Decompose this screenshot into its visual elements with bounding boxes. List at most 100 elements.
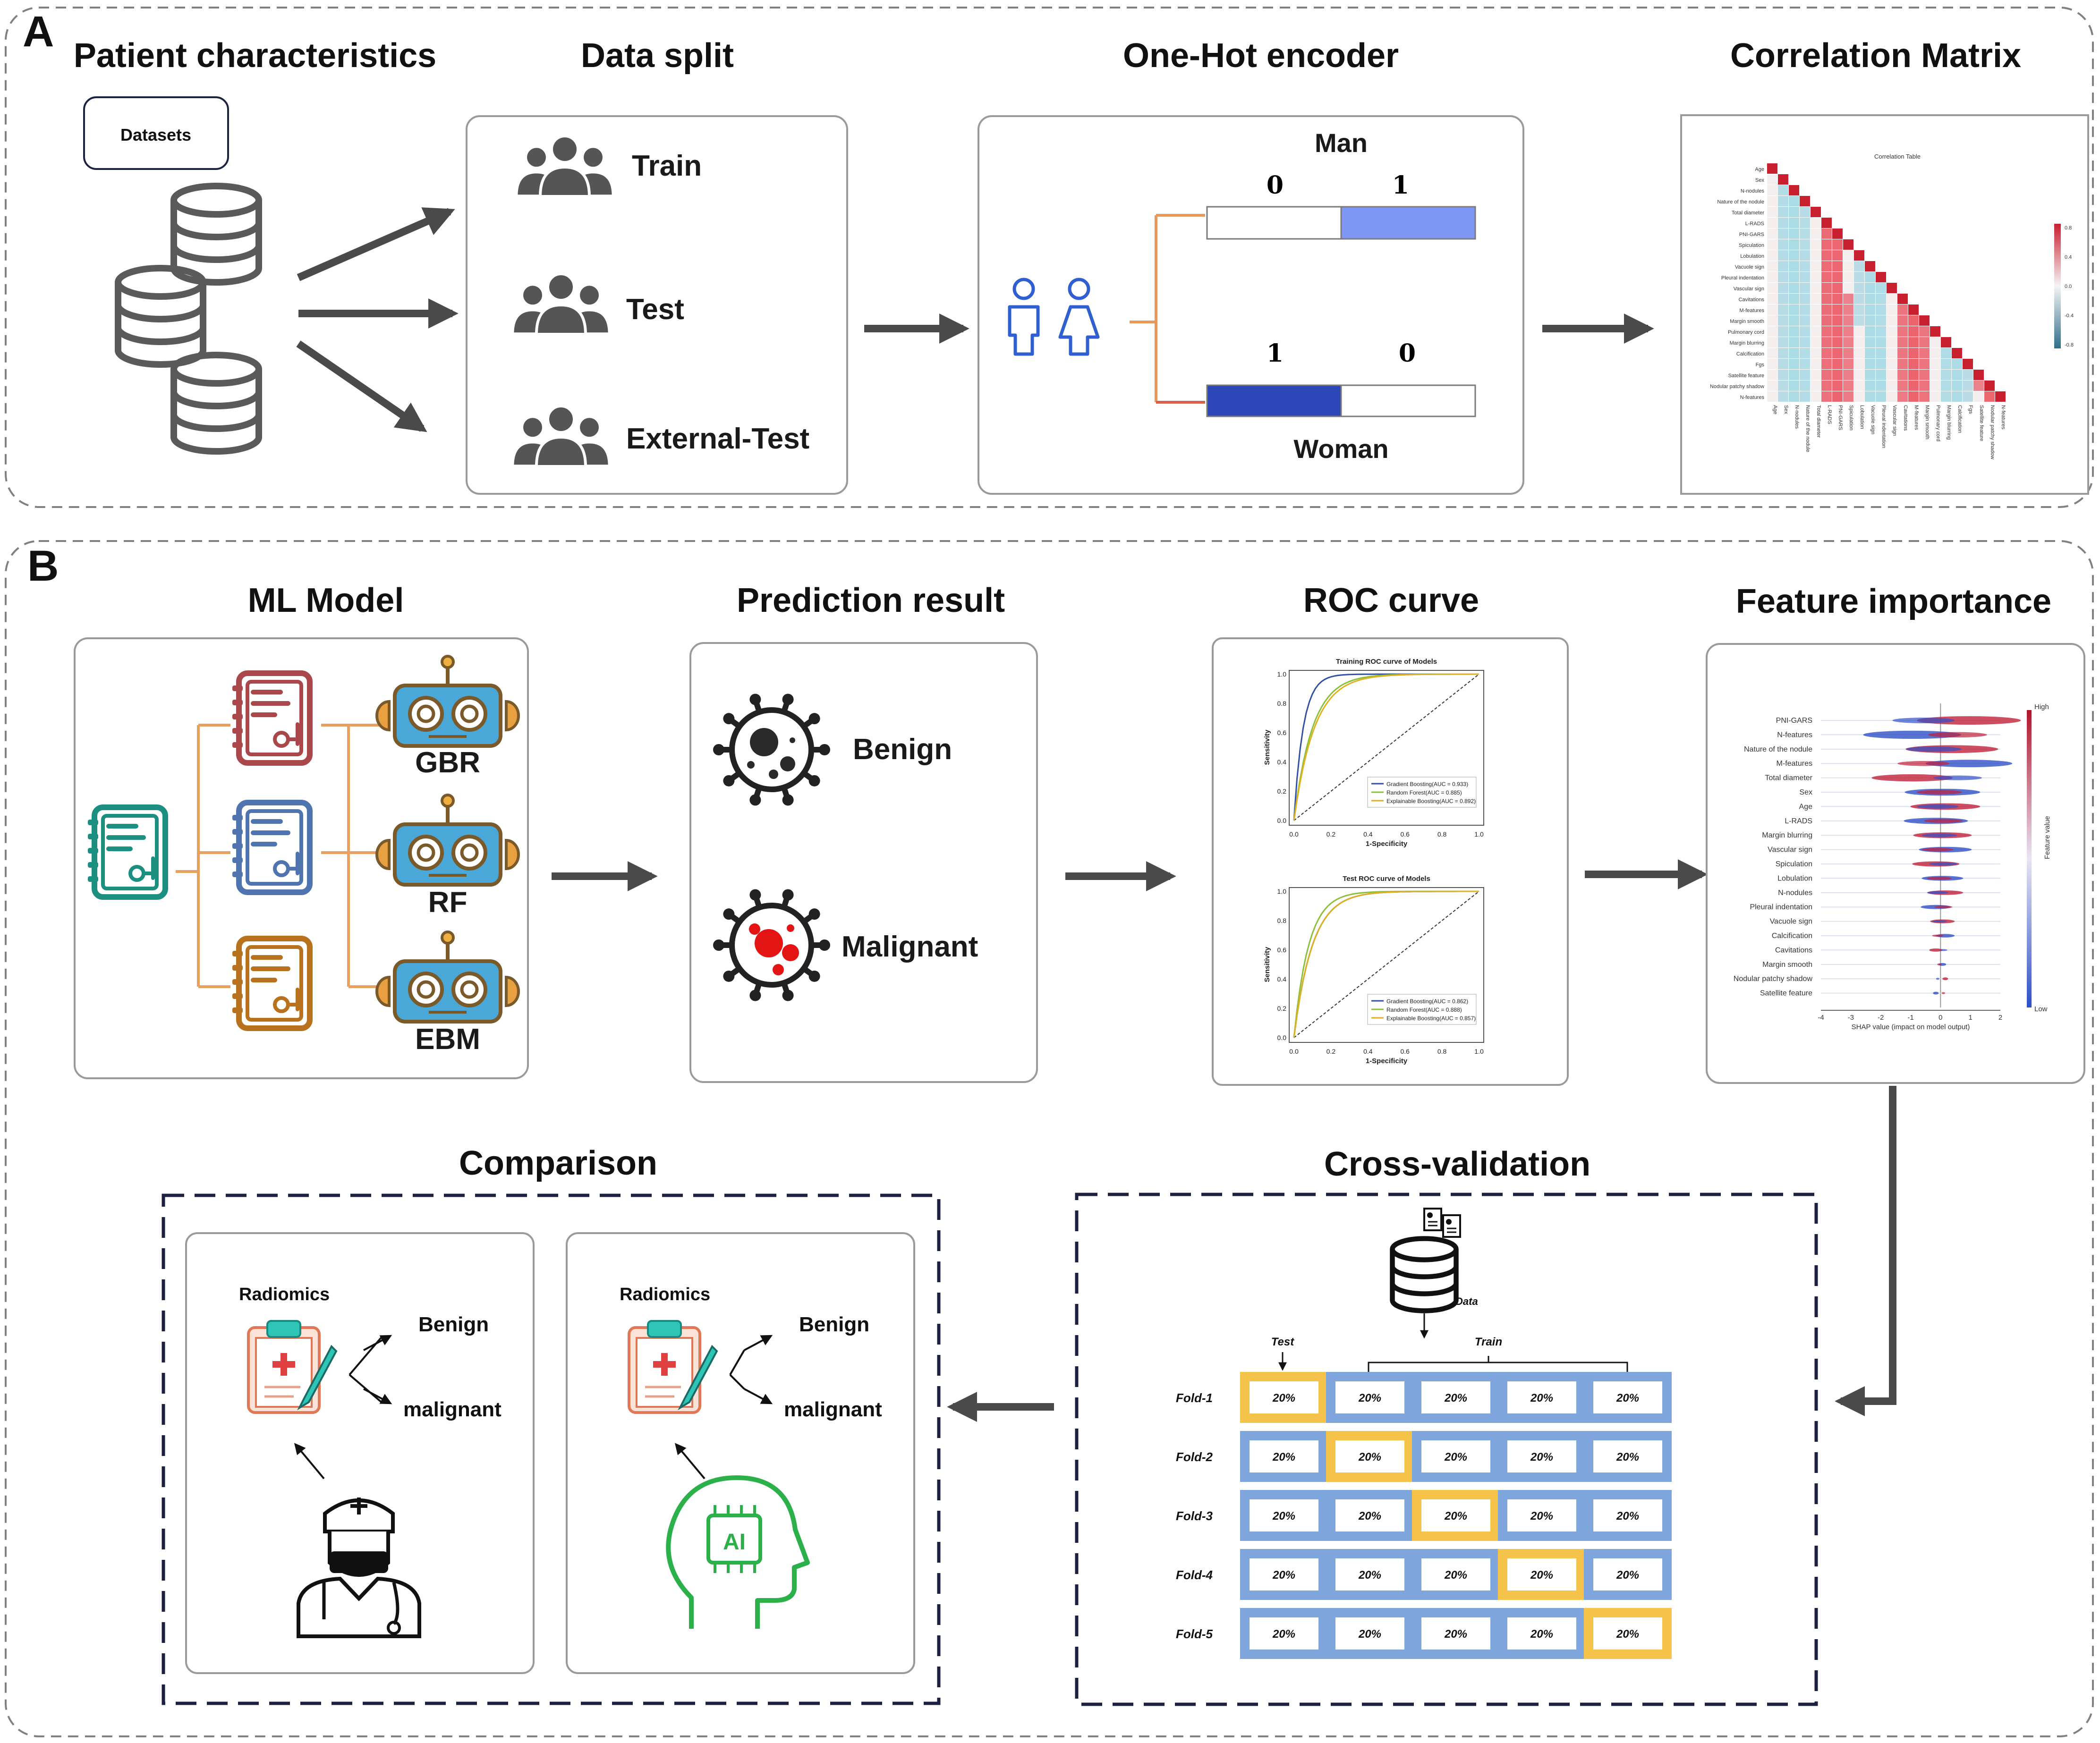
correlation-col-label: Cavitations bbox=[1903, 405, 1908, 431]
shap-violin bbox=[1939, 949, 1947, 951]
prediction-result: Prediction result Benign Malignant bbox=[689, 582, 1176, 1083]
correlation-inner-title: Correlation Table bbox=[1874, 153, 1921, 160]
arrow-benign bbox=[744, 1335, 773, 1351]
correlation-cell bbox=[1767, 381, 1777, 391]
correlation-cell bbox=[1800, 305, 1810, 315]
correlation-cell bbox=[1789, 391, 1799, 402]
correlation-cell bbox=[1767, 370, 1777, 380]
data-split-box bbox=[466, 115, 848, 495]
roc-legend-entry: Gradient Boosting(AUC = 0.862) bbox=[1386, 998, 1468, 1005]
correlation-cell bbox=[1897, 326, 1908, 337]
correlation-cell bbox=[1778, 315, 1788, 326]
correlation-cell bbox=[1811, 272, 1821, 282]
data-split: Data split Train Test External-Test bbox=[466, 37, 969, 495]
correlation-cell bbox=[1876, 391, 1886, 402]
correlation-cell bbox=[1854, 294, 1864, 304]
roc-x-tick: 0.8 bbox=[1437, 830, 1447, 838]
correlation-col-label: Pulmonary cord bbox=[1935, 405, 1941, 441]
shap-violin bbox=[1925, 760, 2013, 768]
correlation-cell bbox=[1800, 294, 1810, 304]
fold-cell-label: 20% bbox=[1616, 1510, 1639, 1523]
shap-violin bbox=[1933, 775, 1982, 780]
fold-cell-train bbox=[1584, 1372, 1672, 1423]
correlation-cell bbox=[1854, 250, 1864, 261]
correlation-row-label: Vacuole sign bbox=[1735, 264, 1764, 270]
correlation-cell bbox=[1930, 359, 1940, 369]
correlation-cell bbox=[1843, 348, 1853, 358]
correlation-cell bbox=[1897, 315, 1908, 326]
shap-violin bbox=[1916, 790, 1962, 795]
correlation-cell bbox=[1919, 337, 1930, 347]
correlation-row-label: Fgs bbox=[1756, 362, 1765, 368]
fold-cell-test bbox=[1498, 1549, 1586, 1600]
correlation-cell bbox=[1800, 272, 1810, 282]
panel-b: B ML Model GBR RF EBM Prediction result … bbox=[5, 540, 2094, 1737]
correlation-cell bbox=[1973, 391, 1984, 402]
correlation-cell bbox=[1778, 261, 1788, 271]
correlation-cell bbox=[1832, 305, 1843, 315]
correlation-row-label: Sex bbox=[1755, 178, 1764, 183]
roc-legend-entry: Random Forest(AUC = 0.888) bbox=[1386, 1007, 1462, 1013]
fold-cell-label: 20% bbox=[1272, 1569, 1295, 1582]
correlation-cell bbox=[1832, 239, 1843, 250]
shap-feature-label: L-RADS bbox=[1785, 817, 1812, 825]
roc-x-tick: 0.6 bbox=[1400, 1048, 1410, 1055]
correlation-cell bbox=[1930, 348, 1940, 358]
man-vector-empty bbox=[1206, 206, 1342, 240]
correlation-col-label: L-RADS bbox=[1827, 405, 1832, 424]
correlation-cell bbox=[1767, 207, 1777, 217]
correlation-cell bbox=[1767, 261, 1777, 271]
correlation-col-label: Vascular sign bbox=[1892, 405, 1897, 436]
correlation-cell bbox=[1789, 337, 1799, 347]
shap-violin bbox=[1936, 978, 1939, 980]
shap-x-tick: -3 bbox=[1848, 1014, 1854, 1022]
shap-colorbar bbox=[2027, 710, 2032, 1007]
correlation-cell bbox=[1832, 294, 1843, 304]
shap-feature-label: Margin smooth bbox=[1762, 961, 1812, 969]
correlation-cell bbox=[1887, 391, 1897, 402]
fold-cell-train bbox=[1584, 1490, 1672, 1541]
outcome-malignant: malignant bbox=[403, 1398, 502, 1421]
correlation-cell bbox=[1887, 315, 1897, 326]
shap-violin bbox=[1906, 746, 1962, 752]
correlation-cell bbox=[1832, 283, 1843, 293]
correlation-cell bbox=[1767, 294, 1777, 304]
roc-curve: ROC curve Training ROC curve of Models0.… bbox=[1212, 582, 1708, 1086]
fold-cell-train bbox=[1326, 1372, 1414, 1423]
roc-legend bbox=[1367, 777, 1477, 808]
correlation-cell bbox=[1832, 315, 1843, 326]
roc-curve-title: ROC curve bbox=[1303, 582, 1479, 619]
comparison-card-ai bbox=[566, 1232, 915, 1674]
correlation-cell bbox=[1778, 174, 1788, 185]
correlation-row-label: Vascular sign bbox=[1734, 286, 1764, 292]
correlation-cell bbox=[1897, 337, 1908, 347]
correlation-cell bbox=[1897, 391, 1908, 402]
split-arrow-external bbox=[296, 340, 427, 432]
correlation-cell bbox=[1865, 305, 1875, 315]
cross-validation-frame bbox=[1075, 1193, 1818, 1706]
fold-cell-test bbox=[1412, 1490, 1500, 1541]
roc-y-tick: 0.0 bbox=[1277, 817, 1287, 824]
correlation-col-label: Spiculation bbox=[1848, 405, 1854, 431]
correlation-cell bbox=[1811, 228, 1821, 239]
correlation-cell bbox=[1952, 370, 1962, 380]
document-icon bbox=[1423, 1208, 1461, 1238]
correlation-cell bbox=[1778, 228, 1788, 239]
roc-x-tick: 0.2 bbox=[1326, 1048, 1336, 1055]
correlation-cell bbox=[1811, 359, 1821, 369]
correlation-cell bbox=[1800, 239, 1810, 250]
correlation-cell bbox=[1789, 348, 1799, 358]
correlation-cell bbox=[1832, 272, 1843, 282]
correlation-cell bbox=[1821, 250, 1832, 261]
correlation-col-label: Margin blurring bbox=[1946, 405, 1952, 440]
shap-violin bbox=[1921, 833, 1957, 838]
correlation-cell bbox=[1789, 239, 1799, 250]
roc-x-tick: 0.4 bbox=[1363, 830, 1373, 838]
roc-series-line bbox=[1293, 673, 1479, 821]
correlation-cell bbox=[1821, 272, 1832, 282]
split-label-train: Train bbox=[632, 150, 702, 182]
fold-cell-label: 20% bbox=[1358, 1510, 1381, 1523]
shap-violin bbox=[1929, 948, 1943, 952]
man-vector-filled bbox=[1340, 206, 1476, 240]
